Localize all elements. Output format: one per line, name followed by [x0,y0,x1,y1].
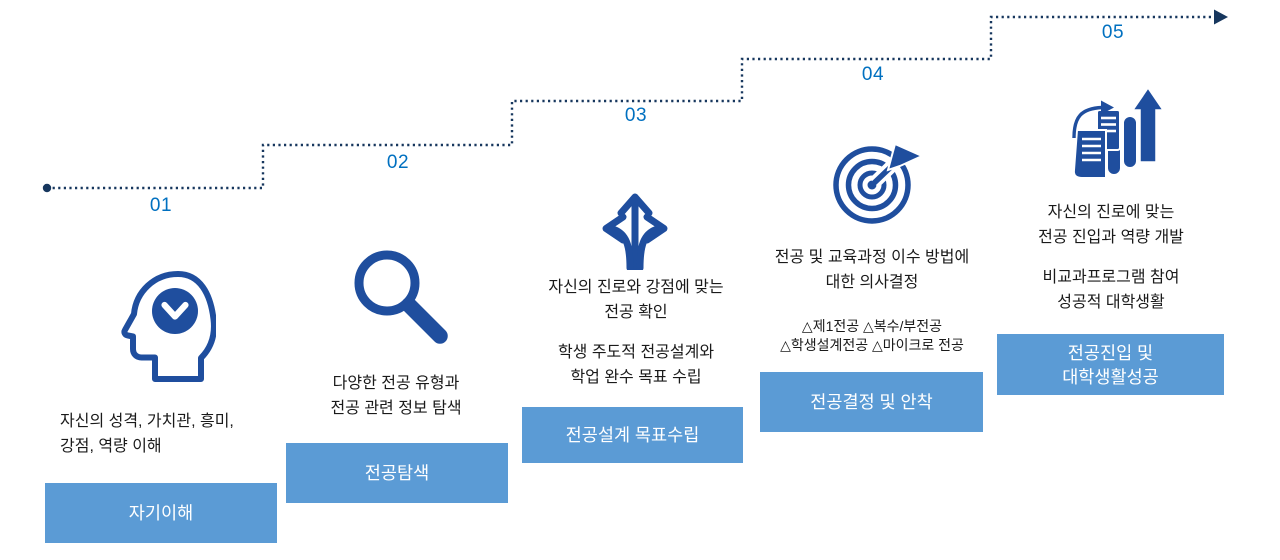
step-number-3: 03 [624,105,648,126]
step5-label-box: 전공진입 및 대학생활성공 [997,334,1224,395]
branching-arrows-icon [602,193,668,270]
step-number-1: 01 [149,195,173,216]
step3-label-box: 전공설계 목표수립 [522,407,743,463]
step-number-2: 02 [386,152,410,173]
step3-description-1: 자신의 진로와 강점에 맞는 전공 확인 [548,279,724,321]
step4-description-1: 전공 및 교육과정 이수 방법에 대한 의사결정 [774,249,970,291]
step4-label-box: 전공결정 및 안착 [760,372,983,432]
step1-label-box: 자기이해 [45,483,277,543]
magnifier-icon [354,250,448,344]
step5-description-2: 비교과프로그램 참여 성공적 대학생활 [1042,269,1180,311]
step-number-4: 04 [861,64,885,85]
step4-description-2: △제1전공 △복수/부전공 △학생설계전공 △마이크로 전공 [780,318,964,353]
head-profile-clock-icon [121,271,216,382]
path-end-arrowhead-icon [1214,9,1228,25]
dotted-stair-line [47,15,1216,190]
step5-description-1: 자신의 진로에 맞는 전공 진입과 역량 개발 [1038,204,1184,246]
step-number-5: 05 [1101,22,1125,43]
staircase-path [42,9,1228,193]
step1-description: 자신의 성격, 가치관, 흥미, 강점, 역량 이해 [60,413,234,455]
step3-description-2: 학생 주도적 전공설계와 학업 완수 목표 수립 [557,344,715,386]
step2-label-box: 전공탐색 [286,443,508,503]
step2-description: 다양한 전공 유형과 전공 관련 정보 탐색 [330,375,462,417]
target-dart-icon [833,142,922,224]
growth-chart-docs-icon [1072,86,1162,179]
